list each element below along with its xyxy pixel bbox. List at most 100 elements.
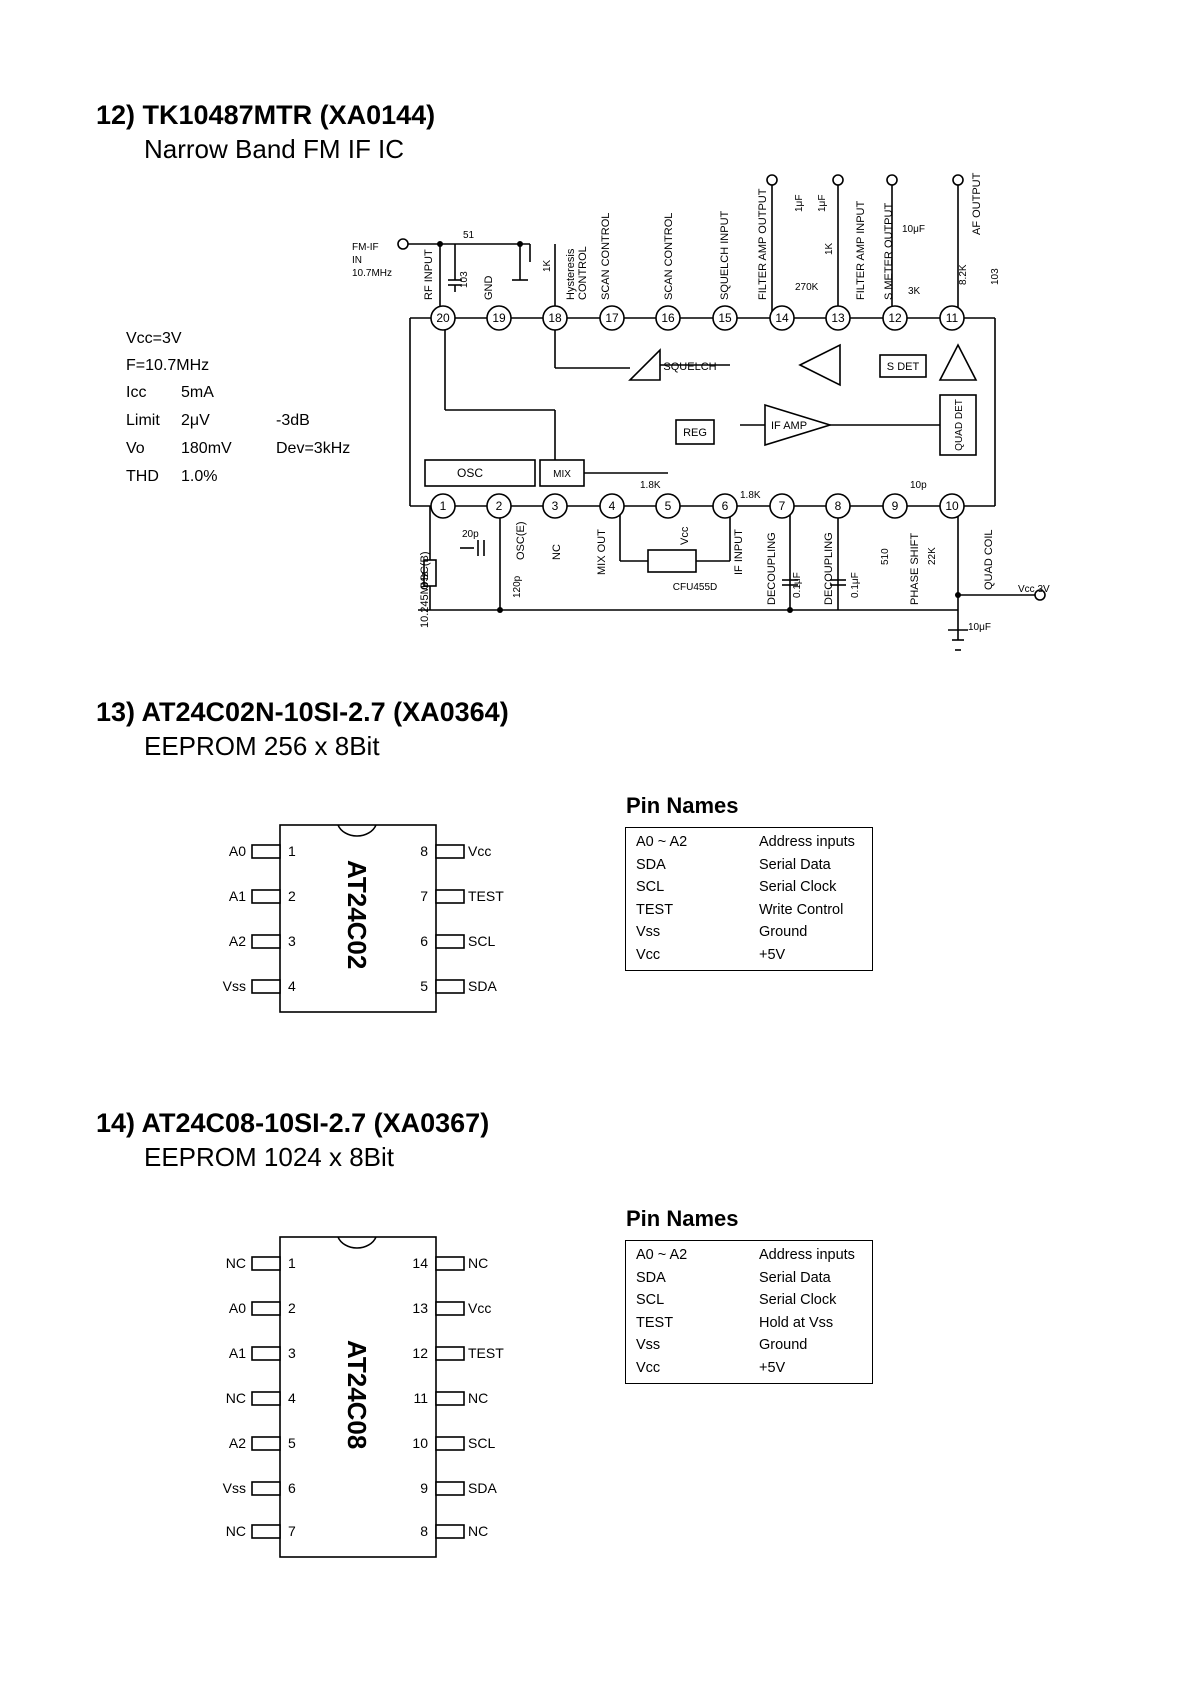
- c08-pin4-num: 4: [288, 1390, 296, 1406]
- desc-cell: Serial Data: [759, 1269, 831, 1286]
- c02-pin7-num: 7: [420, 888, 428, 904]
- comp-c10uf-a: 10μF: [902, 224, 925, 235]
- at24c08-chip-label: AT24C08: [342, 1340, 372, 1449]
- label-af-output: AF OUTPUT: [971, 172, 983, 235]
- c08-pin10-name: SCL: [468, 1435, 495, 1451]
- pin-10: 10: [945, 499, 959, 513]
- label-scan-control-17: SCAN CONTROL: [600, 213, 612, 300]
- label-quad-coil: QUAD COIL: [983, 529, 995, 590]
- c08-pin9-name: SDA: [468, 1480, 497, 1496]
- c08-pin8-name: NC: [468, 1523, 488, 1539]
- spec-thd-label: THD: [126, 468, 159, 485]
- comp-c1uf-a: 1μF: [794, 195, 805, 212]
- comp-r3k: 3K: [908, 286, 921, 297]
- spec-limit-extra: -3dB: [276, 412, 310, 429]
- pin-8: 8: [835, 499, 842, 513]
- spec-icc-value: 5mA: [181, 384, 214, 401]
- comp-c10p: 10p: [910, 480, 927, 491]
- section-14-subtitle: EEPROM 1024 x 8Bit: [144, 1142, 394, 1172]
- c08-pin5-num: 5: [288, 1435, 296, 1451]
- comp-c120p: 120p: [512, 575, 523, 598]
- c02-pin5-num: 5: [420, 978, 428, 994]
- table-row: SCL Serial Clock: [626, 876, 872, 899]
- c08-pin3-name: A1: [229, 1345, 246, 1361]
- c02-pin6-name: SCL: [468, 933, 495, 949]
- c08-pin11-name: NC: [468, 1390, 488, 1406]
- pin-cell: SDA: [636, 1269, 666, 1286]
- label-s-meter-output: S METER OUTPUT: [883, 203, 895, 300]
- c08-pin2-num: 2: [288, 1300, 296, 1316]
- desc-cell: Ground: [759, 1337, 808, 1353]
- c02-pin2-num: 2: [288, 888, 296, 904]
- pin-18: 18: [548, 311, 562, 325]
- c02-pin1-name: A0: [229, 843, 246, 859]
- c08-pin13-name: Vcc: [468, 1300, 491, 1316]
- pin-cell: SDA: [636, 856, 666, 873]
- pin-9: 9: [892, 499, 899, 513]
- spec-icc-label: Icc: [126, 384, 147, 401]
- pin-cell: Vss: [636, 1337, 661, 1353]
- label-scan-control-16: SCAN CONTROL: [663, 213, 675, 300]
- desc-cell: Serial Clock: [759, 879, 837, 895]
- c02-pin4-name: Vss: [223, 978, 246, 994]
- label-phase-shift: PHASE SHIFT: [909, 533, 921, 605]
- pin-13: 13: [831, 311, 845, 325]
- c02-pin1-num: 1: [288, 843, 296, 859]
- section-13-subtitle: EEPROM 256 x 8Bit: [144, 731, 380, 761]
- c08-pin9-num: 9: [420, 1480, 428, 1496]
- c02-pin8-name: Vcc: [468, 843, 491, 859]
- c08-pin3-num: 3: [288, 1345, 296, 1361]
- osc-block-label: OSC: [457, 466, 483, 480]
- pin-19: 19: [492, 311, 506, 325]
- pin-cell: SCL: [636, 879, 665, 895]
- comp-r1-8k-b: 1.8K: [740, 490, 761, 501]
- pin-cell: TEST: [636, 1314, 674, 1331]
- c08-pin2-name: A0: [229, 1300, 246, 1316]
- c08-pin6-num: 6: [288, 1480, 296, 1496]
- pin-cell: SCL: [636, 1292, 665, 1308]
- label-filter-amp-input: FILTER AMP INPUT: [855, 200, 867, 300]
- pin-cell: A0 ~ A2: [636, 834, 688, 850]
- at24c02-pinout: A0 A1 A2 Vss 1 2 3 4 8 7 6 5 Vcc TEST SC…: [223, 824, 504, 1013]
- c08-pin12-name: TEST: [468, 1345, 504, 1361]
- c08-pin14-name: NC: [468, 1255, 488, 1271]
- desc-cell: +5V: [759, 946, 786, 963]
- filter-label: CFU455D: [673, 582, 717, 593]
- pin-names-heading-13: Pin Names: [626, 793, 739, 818]
- spec-limit-label: Limit: [126, 412, 160, 429]
- pin-16: 16: [661, 311, 675, 325]
- pin-cell: Vcc: [636, 1359, 661, 1376]
- comp-c20p: 20p: [462, 529, 479, 540]
- c02-pin5-name: SDA: [468, 978, 497, 994]
- c08-pin11-num: 11: [413, 1390, 428, 1406]
- c08-pin13-num: 13: [412, 1300, 428, 1316]
- c02-pin3-name: A2: [229, 933, 246, 949]
- label-mix-out: MIX OUT: [596, 529, 608, 575]
- pin-20: 20: [436, 311, 450, 325]
- spec-vcc: Vcc=3V: [126, 330, 182, 347]
- spec-vo-label: Vo: [126, 440, 145, 457]
- comp-c103a: 103: [459, 271, 470, 288]
- label-hysteresis-1: Hysteresis: [565, 248, 577, 300]
- spec-limit-value: 2μV: [181, 412, 210, 429]
- label-nc: NC: [551, 544, 563, 560]
- desc-cell: Hold at Vss: [759, 1314, 834, 1331]
- label-hysteresis-2: CONTROL: [577, 246, 589, 300]
- c02-pin2-name: A1: [229, 888, 246, 904]
- pin-5: 5: [665, 499, 672, 513]
- c02-pin4-num: 4: [288, 978, 296, 994]
- tk10487-schematic: 20 19 18 17 16 15 14 13 12 11 1 2 3 4 5 …: [352, 172, 1050, 651]
- input-label-2: IN: [352, 255, 362, 266]
- c02-pin7-name: TEST: [468, 888, 504, 904]
- mix-block-label: MIX: [553, 469, 571, 480]
- pin-2: 2: [496, 499, 503, 513]
- comp-c103b: 103: [990, 268, 1001, 285]
- c08-pin6-name: Vss: [223, 1480, 246, 1496]
- spec-vo-value: 180mV: [181, 440, 232, 457]
- c08-pin8-num: 8: [420, 1523, 428, 1539]
- c08-pin14-num: 14: [412, 1255, 428, 1271]
